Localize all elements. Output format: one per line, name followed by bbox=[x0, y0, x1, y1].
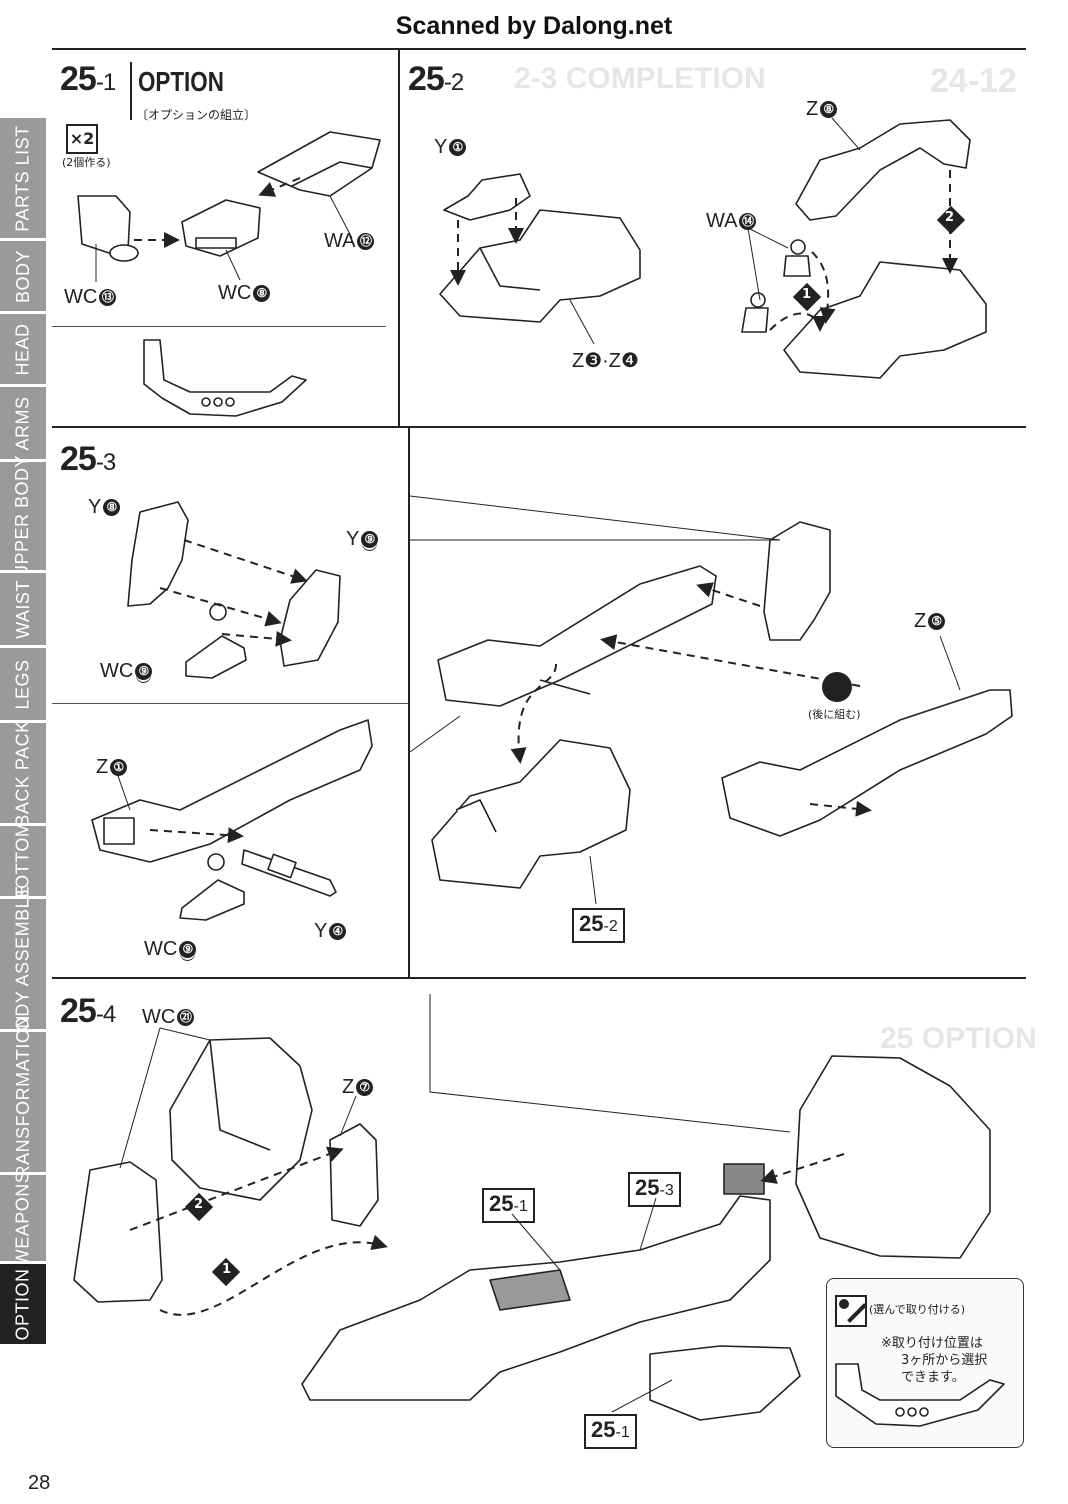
ref-box-25-2: 25-2 bbox=[572, 908, 625, 943]
frame-vdivider-2 bbox=[408, 428, 410, 978]
option-arm-drawing bbox=[143, 339, 307, 417]
order-badges bbox=[184, 205, 966, 1287]
z5-frame-drawing bbox=[721, 689, 1013, 837]
order-mark-1-b: 1 bbox=[222, 1262, 232, 1277]
frame-divider-2 bbox=[52, 977, 1026, 979]
z1-frame-drawing bbox=[91, 719, 373, 863]
z1-assembled-frame-drawing bbox=[437, 565, 717, 707]
later-assembly-icon bbox=[822, 672, 852, 702]
ref-box-25-3: 25-3 bbox=[628, 1172, 681, 1207]
y8-part-drawing bbox=[127, 501, 189, 607]
sidebar-item-upper-body: UPPER BODY bbox=[0, 454, 46, 578]
page-number: 28 bbox=[28, 1472, 51, 1494]
sub-divider-1 bbox=[52, 326, 386, 327]
frame-divider-1 bbox=[52, 426, 1026, 428]
sidebar-item-bottom: BOTTOM bbox=[0, 821, 46, 901]
y4-pin-drawing bbox=[241, 849, 337, 897]
sidebar-item-arms: ARMS bbox=[0, 387, 46, 459]
seat-pack-drawing-c bbox=[795, 1055, 991, 1259]
option-arm-drawing-note bbox=[835, 1363, 1005, 1427]
sidebar-item-transformation: TRANSFORMATION bbox=[0, 1015, 46, 1189]
cockpit-body-drawing-a bbox=[439, 209, 641, 323]
wc13-part-drawing bbox=[77, 195, 139, 262]
wa12-part-drawing bbox=[257, 131, 381, 197]
bleed-through-option: 25 OPTION bbox=[880, 1022, 1037, 1055]
sidebar-item-head: HEAD bbox=[0, 314, 46, 384]
frame-vdivider-1 bbox=[398, 48, 400, 428]
seat-pack-drawing-b bbox=[73, 1161, 163, 1303]
note-line-1: ※取り付け位置は bbox=[881, 1336, 983, 1351]
sub-divider-2 bbox=[52, 703, 408, 704]
leg-strut-drawing bbox=[763, 521, 831, 641]
full-assembly-drawing bbox=[301, 1163, 801, 1421]
sidebar-item-parts-list: PARTS LIST bbox=[0, 118, 46, 238]
z8-canopy-drawing bbox=[795, 119, 971, 221]
step-25-1-number: 25-1 bbox=[60, 60, 116, 98]
sidebar-item-weapons: WEAPONS bbox=[0, 1170, 46, 1266]
bleed-through-step: 24-12 bbox=[930, 62, 1017, 100]
title-bar bbox=[130, 62, 132, 120]
order-mark-2-a: 2 bbox=[945, 210, 955, 225]
step-25-3-number: 25-3 bbox=[60, 440, 116, 478]
part-label-z3-z4: Z❸·Z❹ bbox=[572, 350, 639, 372]
order-mark-2-b: 2 bbox=[194, 1197, 204, 1212]
cockpit-body-drawing-c bbox=[431, 739, 631, 889]
order-mark-1-a: 1 bbox=[802, 287, 812, 302]
step-25-4-number: 25-4 bbox=[60, 992, 116, 1030]
ref-box-25-1-a: 25-1 bbox=[482, 1188, 535, 1223]
note-line-3: できます。 bbox=[901, 1370, 965, 1385]
choose-attach-title: (選んで取り付ける) bbox=[869, 1303, 966, 1316]
bleed-through-completion: 2-3 COMPLETION bbox=[514, 62, 766, 95]
seat-pack-drawing-a bbox=[169, 1037, 313, 1201]
y9-part-drawing bbox=[279, 569, 341, 667]
choose-icon bbox=[835, 1295, 867, 1327]
wc8-part-drawing bbox=[181, 199, 261, 257]
sidebar-item-body: BODY bbox=[0, 241, 46, 311]
sidebar-item-legs: LEGS bbox=[0, 648, 46, 720]
later-assembly-note: (後に組む) bbox=[808, 708, 861, 721]
make-two-badge: ×2 bbox=[66, 124, 98, 154]
option-title: OPTION bbox=[138, 66, 224, 97]
option-subtitle: 〔オプションの組立〕 bbox=[136, 108, 257, 122]
frame-top bbox=[52, 48, 1026, 50]
sidebar-item-waist: WAIST bbox=[0, 573, 46, 645]
sidebar-item-back-pack: BACK PACK bbox=[0, 720, 46, 826]
make-two-note: (2個作る) bbox=[62, 156, 111, 169]
y1-canopy-drawing bbox=[443, 173, 531, 221]
wc9-stand-drawing-a bbox=[185, 603, 247, 679]
ref-box-25-1-b: 25-1 bbox=[584, 1414, 637, 1449]
note-line-2: 3ヶ所から選択 bbox=[901, 1353, 988, 1368]
sidebar-item-option: OPTION bbox=[0, 1264, 46, 1344]
scan-credit: Scanned by Dalong.net bbox=[395, 12, 673, 40]
pilot-figures bbox=[741, 239, 811, 333]
step-25-2-number: 25-2 bbox=[408, 60, 464, 98]
sidebar-item-body-assemble: BODY ASSEMBLE bbox=[0, 885, 46, 1043]
wc9-stand-drawing-b bbox=[179, 853, 245, 921]
cockpit-body-drawing-b bbox=[783, 261, 987, 379]
z7-joint-drawing bbox=[329, 1123, 379, 1227]
